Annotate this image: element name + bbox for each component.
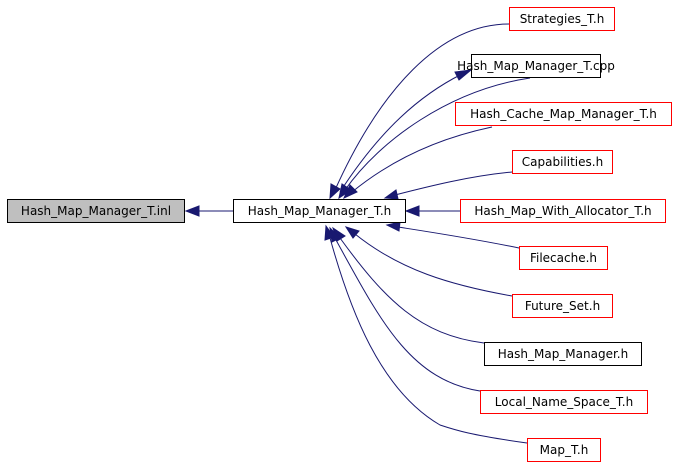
arrowhead-filecache: [385, 221, 401, 232]
node-hash-map-manager-t-h[interactable]: Hash_Map_Manager_T.h: [233, 199, 406, 223]
edge-cpp-to-h: [344, 77, 531, 191]
node-hash-map-manager-t-inl: Hash_Map_Manager_T.inl: [7, 199, 185, 223]
arrowhead-inl: [184, 205, 200, 217]
node-hash-map-with-allocator-t-h[interactable]: Hash_Map_With_Allocator_T.h: [460, 199, 666, 223]
edge-lns-to-h: [335, 239, 481, 392]
edge-hmm-to-h: [339, 237, 485, 344]
arrowhead-alloc: [404, 205, 420, 217]
arrowhead-cpp-back: [338, 183, 352, 200]
edge-caps-to-h: [394, 171, 513, 196]
node-future-set-h[interactable]: Future_Set.h: [512, 294, 613, 318]
arrowhead-cache: [342, 184, 358, 200]
edge-h-to-cpp: [339, 73, 463, 193]
arrowhead-cpp: [454, 69, 473, 81]
node-hash-map-manager-t-cpp[interactable]: Hash_Map_Manager_T.cpp: [457, 54, 615, 78]
arrowhead-mapt: [324, 224, 335, 241]
node-strategies-t-h[interactable]: Strategies_T.h: [509, 7, 615, 31]
node-hash-cache-map-manager-t-h[interactable]: Hash_Cache_Map_Manager_T.h: [455, 102, 672, 126]
edge-filecache-to-h: [397, 226, 520, 249]
arrowhead-caps: [383, 189, 399, 200]
arrowhead-strategies: [329, 183, 341, 200]
node-hash-map-manager-h[interactable]: Hash_Map_Manager.h: [484, 342, 642, 366]
edge-cache-to-h: [351, 126, 493, 193]
edge-futureset-to-h: [354, 233, 513, 297]
node-capabilities-h[interactable]: Capabilities.h: [512, 150, 613, 174]
node-local-name-space-t-h[interactable]: Local_Name_Space_T.h: [480, 390, 648, 414]
edge-mapt-to-h: [329, 237, 528, 444]
node-map-t-h[interactable]: Map_T.h: [527, 438, 601, 462]
node-filecache-h[interactable]: Filecache.h: [519, 246, 608, 270]
edge-strategies-to-h: [334, 23, 510, 191]
arrowhead-futureset: [344, 226, 360, 239]
